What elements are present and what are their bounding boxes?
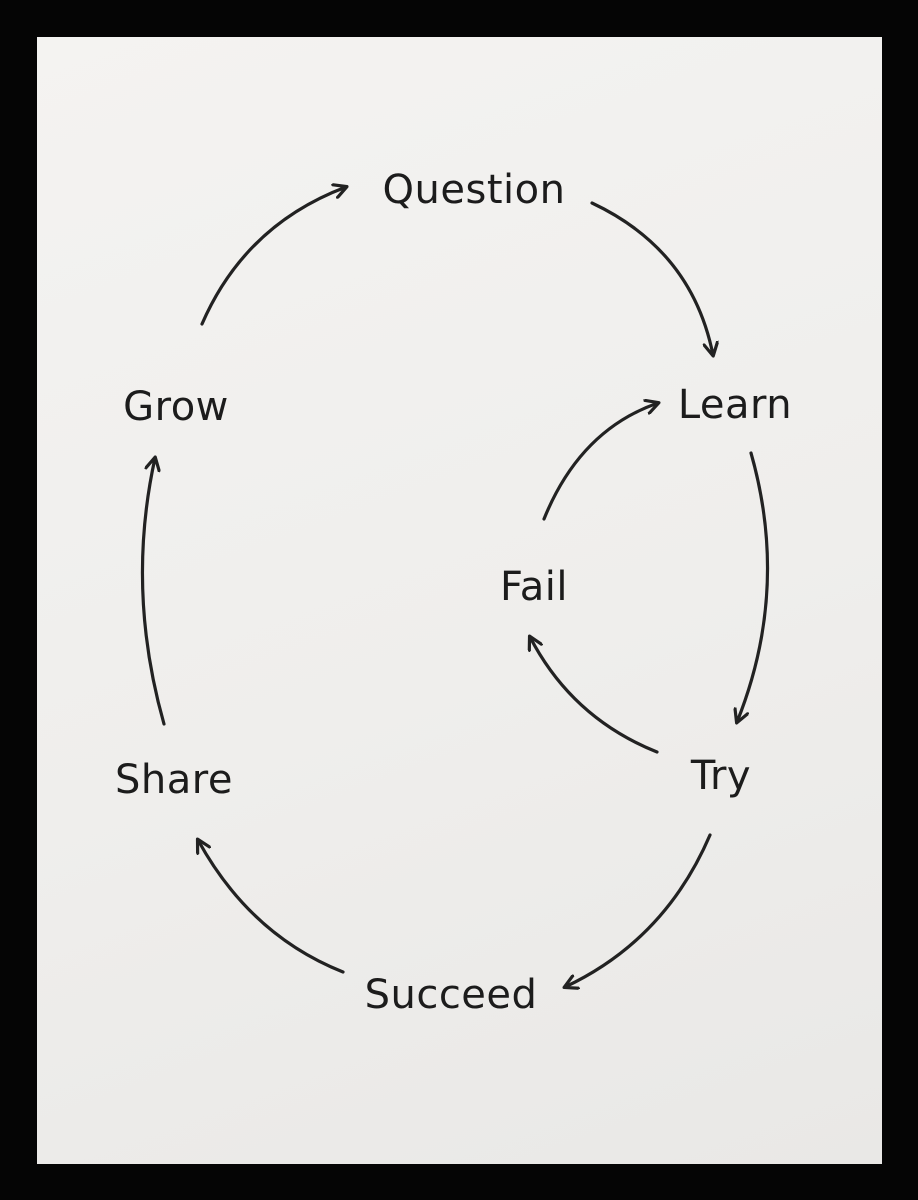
node-fail: Fail (500, 564, 568, 610)
node-question: Question (383, 167, 566, 213)
arrow-grow-to-question (200, 187, 346, 326)
arrow-share-to-grow (140, 458, 166, 726)
node-grow: Grow (123, 384, 229, 430)
node-succeed: Succeed (365, 972, 538, 1018)
arrow-try-to-fail (530, 637, 659, 754)
arrow-try-to-succeed (565, 833, 712, 987)
arrow-question-to-learn (590, 201, 713, 355)
node-learn: Learn (678, 382, 792, 428)
node-try: Try (690, 753, 751, 799)
node-share: Share (115, 757, 233, 803)
arrow-fail-to-learn (542, 403, 658, 521)
arrow-learn-to-try (737, 451, 770, 722)
paper-background (37, 37, 882, 1164)
arrow-succeed-to-share (198, 840, 345, 974)
